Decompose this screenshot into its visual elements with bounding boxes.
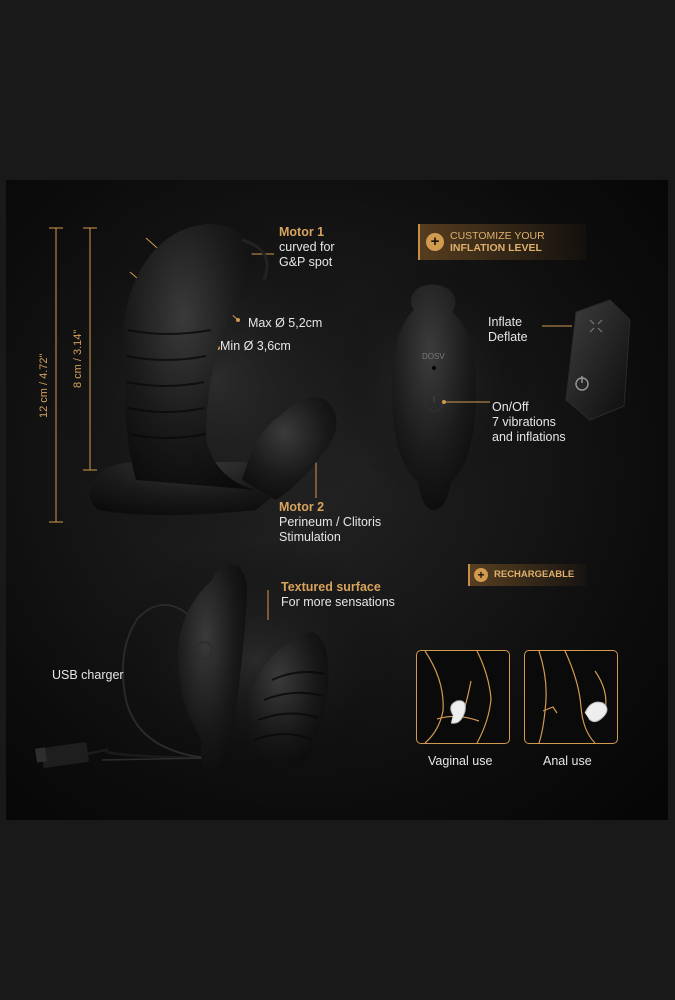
vaginal-use-label: Vaginal use	[428, 754, 493, 768]
texture-subtitle: For more sensations	[281, 595, 395, 609]
motor1-line2: G&P spot	[279, 255, 333, 269]
max-diameter-label: Max Ø 5,2cm	[248, 316, 323, 330]
anal-use-label: Anal use	[543, 754, 592, 768]
device-marking: DOSV	[422, 352, 445, 361]
power-line1: On/Off	[492, 400, 529, 414]
plus-icon: +	[426, 233, 444, 251]
rechargeable-text: RECHARGEABLE	[494, 569, 575, 580]
plus-icon: +	[474, 568, 488, 582]
deflate-label: Deflate	[488, 330, 528, 344]
motor1-line1: curved for	[279, 240, 335, 254]
product-infographic: 12 cm / 4.72" 8 cm / 3.14" Max Ø 5,2cm M…	[6, 180, 668, 820]
motor2-title: Motor 2	[279, 500, 325, 514]
product-back-view	[334, 260, 631, 510]
motor2-line2: Stimulation	[279, 530, 341, 544]
texture-title: Textured surface	[281, 580, 381, 594]
anal-use-illustration	[524, 650, 618, 744]
customize-line1: CUSTOMIZE YOUR	[450, 230, 545, 242]
customize-line2: INFLATION LEVEL	[450, 242, 542, 254]
motor1-title: Motor 1	[279, 225, 325, 239]
rechargeable-badge: + RECHARGEABLE	[468, 564, 586, 586]
usb-charger-label: USB charger	[52, 668, 124, 682]
customize-inflation-badge: + CUSTOMIZE YOUR INFLATION LEVEL	[418, 224, 586, 260]
power-line3: and inflations	[492, 430, 566, 444]
min-diameter-label: Min Ø 3,6cm	[220, 339, 291, 353]
vaginal-use-icon	[424, 650, 492, 744]
vaginal-use-illustration	[416, 650, 510, 744]
inflate-label: Inflate	[488, 315, 523, 329]
power-line2: 7 vibrations	[492, 415, 556, 429]
product-charging-view	[35, 540, 406, 780]
motor2-line1: Perineum / Clitoris	[279, 515, 382, 529]
product-side-view	[46, 210, 386, 550]
anal-use-icon	[538, 650, 608, 744]
